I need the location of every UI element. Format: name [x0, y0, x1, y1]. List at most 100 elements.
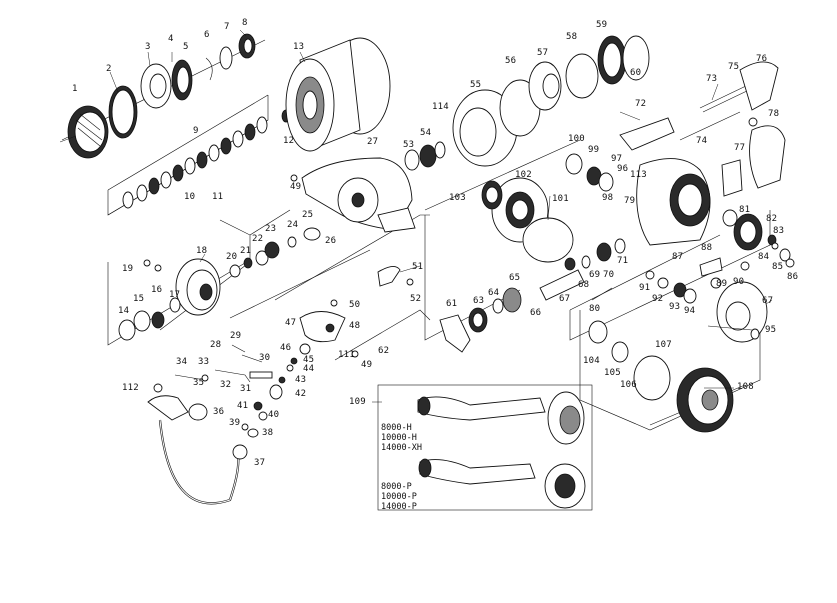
callout-13: 13 [293, 42, 305, 52]
callout-90: 90 [733, 277, 745, 287]
callout-28: 28 [210, 340, 222, 350]
callout-8: 8 [242, 18, 248, 28]
callout-30: 30 [259, 353, 271, 363]
callout-88: 88 [701, 243, 713, 253]
callout-29: 29 [230, 331, 242, 341]
callout-42: 42 [295, 389, 307, 399]
callout-20: 20 [226, 252, 238, 262]
part-14-17-washers [118, 297, 181, 341]
handle-variant: 8000-H [381, 423, 412, 433]
callout-105: 105 [604, 368, 621, 378]
part-53-60-rotor-bearing [404, 35, 650, 171]
callout-43: 43 [295, 375, 307, 385]
callout-96: 96 [617, 164, 629, 174]
callout-77: 77 [734, 143, 746, 153]
callout-31: 31 [240, 384, 252, 394]
callout-83: 83 [773, 226, 785, 236]
callout-69: 69 [589, 270, 601, 280]
callout-72: 72 [635, 99, 647, 109]
callout-100: 100 [568, 134, 585, 144]
callout-82: 82 [766, 214, 778, 224]
callout-53: 53 [403, 140, 415, 150]
callout-103: 103 [449, 193, 466, 203]
callout-68: 68 [578, 280, 590, 290]
callout-16: 16 [151, 285, 163, 295]
handle-variant: 10000-P [381, 492, 417, 502]
callout-71: 71 [617, 256, 629, 266]
callout-9: 9 [193, 126, 199, 136]
part-13-spool [285, 37, 391, 152]
callout-70: 70 [603, 270, 615, 280]
callout-73: 73 [706, 74, 718, 84]
callout-45: 45 [303, 355, 315, 365]
callout-104: 104 [583, 356, 600, 366]
callout-6: 6 [204, 30, 210, 40]
handle-variant: 14000-P [381, 502, 417, 512]
callout-55: 55 [470, 80, 482, 90]
callout-114: 114 [432, 102, 449, 112]
callout-47: 47 [285, 318, 297, 328]
part-47-52-bail-arm [290, 174, 414, 358]
callout-44: 44 [303, 364, 315, 374]
callout-64: 64 [488, 288, 500, 298]
callout-93: 93 [669, 302, 681, 312]
callout-58: 58 [566, 32, 578, 42]
part-3-washer [140, 63, 172, 109]
part-28-35-bail-parts [174, 344, 273, 383]
callout-11: 11 [212, 192, 224, 202]
callout-37: 37 [254, 458, 266, 468]
callout-81: 81 [739, 205, 751, 215]
callout-4: 4 [168, 34, 174, 44]
callout-7: 7 [224, 22, 230, 32]
callout-14: 14 [118, 306, 130, 316]
callout-102: 102 [515, 170, 532, 180]
callout-80: 80 [589, 304, 601, 314]
callout-33: 33 [198, 357, 210, 367]
callout-59: 59 [596, 20, 608, 30]
callout-1: 1 [72, 84, 78, 94]
callout-27: 27 [367, 137, 379, 147]
callout-25: 25 [302, 210, 314, 220]
callout-51: 51 [412, 262, 424, 272]
callout-56: 56 [505, 56, 517, 66]
handle-variant: 8000-P [381, 482, 412, 492]
callout-60: 60 [630, 68, 642, 78]
callout-3: 3 [145, 42, 151, 52]
part-72-79-body-stem [619, 61, 786, 246]
callout-57: 57 [537, 48, 549, 58]
callout-76: 76 [756, 54, 768, 64]
callout-34: 34 [176, 357, 188, 367]
callout-5: 5 [183, 42, 189, 52]
callout-18: 18 [196, 246, 208, 256]
part-80-95-drive-gear [645, 209, 795, 343]
handle-variant-list-a: 8000-H 10000-H 14000-XH [381, 423, 422, 453]
part-37-bail-wire [147, 383, 248, 505]
callout-40: 40 [268, 410, 280, 420]
callout-109: 109 [349, 397, 366, 407]
callout-106: 106 [620, 380, 637, 390]
callout-67a: 67 [559, 294, 571, 304]
callout-38: 38 [262, 428, 274, 438]
callout-75: 75 [728, 62, 740, 72]
callout-17: 17 [169, 290, 181, 300]
callout-32: 32 [220, 380, 232, 390]
callout-23: 23 [265, 224, 277, 234]
callout-67b: 67 [762, 296, 774, 306]
callout-15: 15 [133, 294, 145, 304]
callout-46: 46 [280, 343, 292, 353]
callout-107: 107 [655, 340, 672, 350]
callout-87: 87 [672, 252, 684, 262]
part-61-71-pinion-shaft [439, 238, 626, 353]
part-1-spool-cap [59, 105, 109, 159]
callout-48: 48 [349, 321, 361, 331]
callout-78: 78 [768, 109, 780, 119]
callout-39: 39 [229, 418, 241, 428]
callout-36: 36 [213, 407, 225, 417]
callout-113: 113 [630, 170, 647, 180]
callout-54: 54 [420, 128, 432, 138]
callout-62: 62 [378, 346, 390, 356]
part-19-26-small-parts [143, 227, 321, 278]
callout-74: 74 [696, 136, 708, 146]
callout-65: 65 [509, 273, 521, 283]
